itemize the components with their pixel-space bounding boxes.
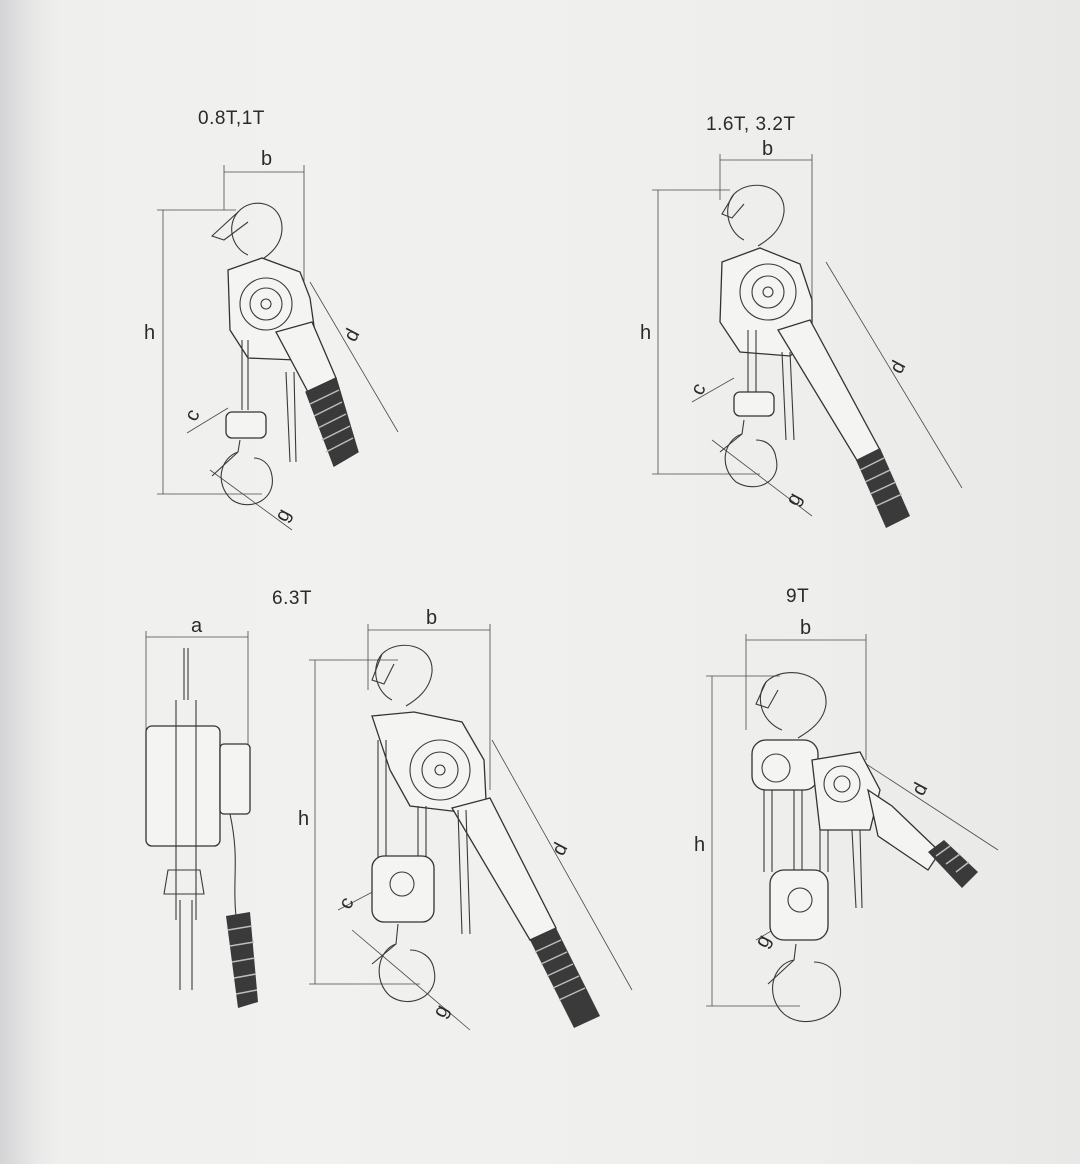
fig2-hoist-drawing <box>652 154 963 528</box>
binding-shadow <box>0 0 34 1164</box>
fig3-dim-a: a <box>191 615 203 637</box>
fig1-caption: 0.8T,1T <box>198 108 265 129</box>
fig3-caption: 6.3T <box>272 588 313 609</box>
fig4-dim-b: b <box>800 617 812 639</box>
fig4-caption: 9T <box>786 586 810 607</box>
fig3-front-view-drawing <box>309 624 633 1031</box>
fig1-hoist-drawing <box>157 165 399 531</box>
fig3-dim-h: h <box>298 808 310 830</box>
fig4-hoist-drawing <box>706 634 999 1023</box>
fig2-dim-b: b <box>762 138 774 160</box>
fig4-dim-h: h <box>694 834 706 856</box>
fig2-caption: 1.6T, 3.2T <box>706 114 796 135</box>
fig2-dim-h: h <box>640 322 652 344</box>
fig3-dim-b: b <box>426 607 438 629</box>
fig1-dim-b: b <box>261 148 273 170</box>
fig3-side-view-drawing <box>145 631 258 1008</box>
fig1-dim-h: h <box>144 322 156 344</box>
